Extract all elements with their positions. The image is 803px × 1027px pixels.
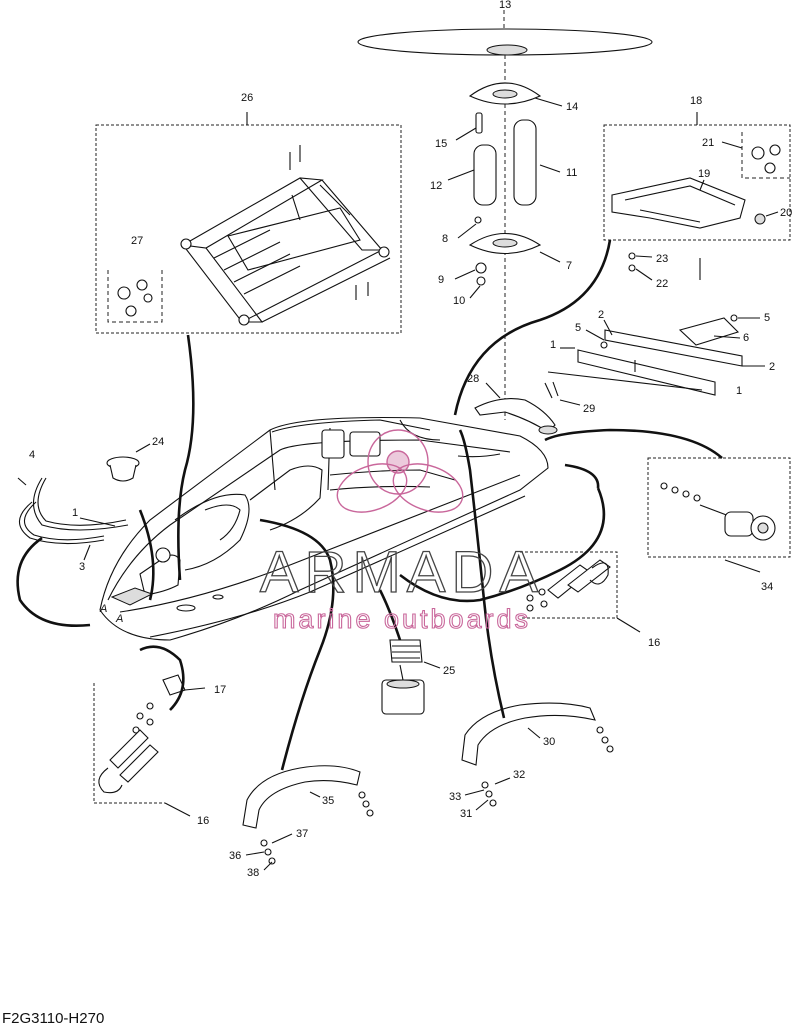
part-label-37: 37 bbox=[296, 828, 308, 840]
spring-stack bbox=[381, 639, 425, 715]
part-labels: 1 1 1 2 2 3 4 5 5 6 7 8 9 10 11 12 13 14… bbox=[29, 0, 792, 879]
diagram-code: F2G3110-H270 bbox=[2, 1010, 104, 1027]
watermark: ARMADA marine outboards bbox=[259, 429, 544, 635]
part-label-20: 20 bbox=[780, 207, 792, 219]
part-label-9: 9 bbox=[438, 274, 444, 286]
ladder-box bbox=[95, 112, 402, 334]
handrail-30 bbox=[461, 702, 614, 807]
part-label-5b: 5 bbox=[575, 322, 581, 334]
part-label-16a: 16 bbox=[648, 637, 660, 649]
bimini-cover-group bbox=[357, 10, 653, 420]
part-label-38: 38 bbox=[247, 867, 259, 879]
part-label-1b: 1 bbox=[550, 339, 556, 351]
tow-bracket bbox=[474, 381, 559, 435]
ladder-hardware-27 bbox=[107, 270, 163, 323]
part-label-3: 3 bbox=[79, 561, 85, 573]
part-label-6: 6 bbox=[743, 332, 749, 344]
tower-mount-group bbox=[468, 82, 542, 286]
bracket-box bbox=[603, 112, 791, 280]
tube-upper-11 bbox=[513, 119, 537, 206]
hull-mark-a-2: A bbox=[115, 613, 123, 625]
handrail-35 bbox=[242, 765, 374, 865]
part-label-19: 19 bbox=[698, 168, 710, 180]
cleat-box-right bbox=[520, 551, 641, 633]
part-label-18: 18 bbox=[690, 95, 702, 107]
part-label-35: 35 bbox=[322, 795, 334, 807]
watermark-brand: ARMADA bbox=[260, 540, 544, 605]
rear-fitting-box bbox=[647, 457, 791, 573]
part-label-25: 25 bbox=[443, 665, 455, 677]
part-label-32: 32 bbox=[513, 769, 525, 781]
front-rails-left bbox=[17, 477, 129, 545]
part-label-1c: 1 bbox=[72, 507, 78, 519]
tube-12 bbox=[473, 144, 497, 206]
rub-rails bbox=[577, 314, 743, 396]
bracket-body bbox=[611, 177, 746, 229]
part-label-36: 36 bbox=[229, 850, 241, 862]
part-label-28: 28 bbox=[467, 373, 479, 385]
boat-hull bbox=[99, 416, 549, 641]
part-label-2a: 2 bbox=[598, 309, 604, 321]
part-label-21: 21 bbox=[702, 137, 714, 149]
part-label-31: 31 bbox=[460, 808, 472, 820]
part-label-11: 11 bbox=[566, 167, 577, 179]
part-label-24: 24 bbox=[152, 436, 164, 448]
part-label-22: 22 bbox=[656, 278, 668, 290]
part-label-13: 13 bbox=[499, 0, 511, 11]
part-label-2b: 2 bbox=[769, 361, 775, 373]
hull-mark-a-1: A bbox=[99, 603, 107, 615]
watermark-logo-icon bbox=[336, 429, 464, 513]
part-label-30: 30 bbox=[543, 736, 555, 748]
part-label-33: 33 bbox=[449, 791, 461, 803]
cup-holder bbox=[106, 456, 140, 482]
part-label-10: 10 bbox=[453, 295, 465, 307]
cleat-box-left bbox=[93, 674, 206, 817]
part-label-17: 17 bbox=[214, 684, 226, 696]
leader-curves bbox=[16, 239, 723, 771]
part-label-29: 29 bbox=[583, 403, 595, 415]
part-label-1a: 1 bbox=[736, 385, 742, 397]
part-label-14: 14 bbox=[566, 101, 578, 113]
part-label-16b: 16 bbox=[197, 815, 209, 827]
part-label-5a: 5 bbox=[764, 312, 770, 324]
part-label-26: 26 bbox=[241, 92, 253, 104]
part-label-4: 4 bbox=[29, 449, 35, 461]
part-label-12: 12 bbox=[430, 180, 442, 192]
part-label-34: 34 bbox=[761, 581, 773, 593]
part-label-23: 23 bbox=[656, 253, 668, 265]
part-label-7: 7 bbox=[566, 260, 572, 272]
swim-ladder bbox=[180, 145, 391, 326]
part-label-15: 15 bbox=[435, 138, 447, 150]
part-label-27: 27 bbox=[131, 235, 143, 247]
part-label-8: 8 bbox=[442, 233, 448, 245]
watermark-tagline: marine outboards bbox=[273, 604, 531, 634]
